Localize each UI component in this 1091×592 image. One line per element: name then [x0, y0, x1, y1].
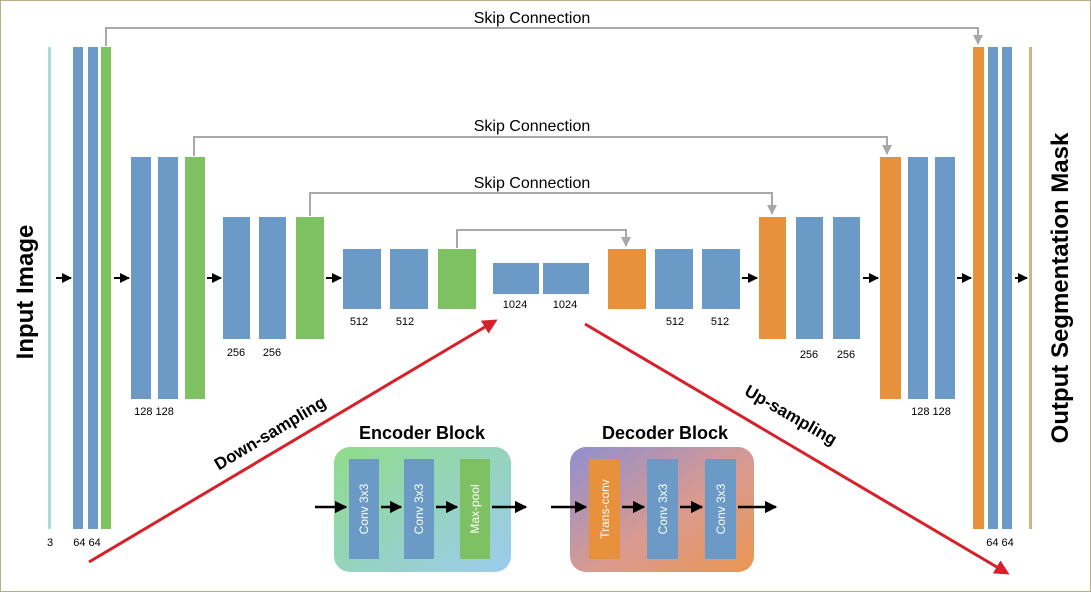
dec2-conv-a	[908, 157, 928, 399]
channel-label-dec3a: 256	[800, 349, 818, 361]
skip-label-level1: Skip Connection	[474, 10, 591, 27]
channel-label-enc1: 64 64	[73, 537, 101, 549]
output-bar	[1029, 47, 1032, 529]
skip-line-bottleneck	[456, 229, 631, 248]
dec1-conv-a	[988, 47, 998, 529]
enc3-pool	[296, 217, 324, 339]
skip-connections: Skip Connection Skip Connection Skip Con…	[105, 10, 983, 248]
up-sampling-arrow	[584, 322, 1010, 575]
feature-maps	[48, 47, 1032, 529]
down-sampling-arrow	[88, 319, 498, 564]
dec4-upconv	[608, 249, 646, 309]
encoder-layer-label-1: Conv 3x3	[357, 483, 371, 534]
input-bar	[48, 47, 51, 529]
enc3-conv-b	[259, 217, 286, 339]
skip-line-level2	[193, 136, 892, 156]
enc1-conv-a	[73, 47, 83, 529]
dec1-conv-b	[1002, 47, 1012, 529]
down-sampling-label: Down-sampling	[211, 393, 329, 474]
channel-label-bott-b: 1024	[553, 299, 577, 311]
channel-label-dec3b: 256	[837, 349, 855, 361]
encoder-block: Encoder Block Conv 3x3 Conv 3x3 Max-pool	[315, 423, 528, 572]
bottleneck-conv-a	[493, 263, 539, 294]
channel-label-enc3a: 256	[227, 347, 245, 359]
up-sampling-label: Up-sampling	[741, 381, 840, 449]
enc4-pool	[438, 249, 476, 309]
encoder-layer-conv1	[349, 459, 379, 559]
channel-label-enc4b: 512	[396, 316, 414, 328]
enc4-conv-a	[343, 249, 381, 309]
output-mask-label: Output Segmentation Mask	[1047, 132, 1074, 444]
enc1-conv-b	[88, 47, 98, 529]
channel-label-dec2: 128 128	[911, 406, 951, 418]
encoder-layer-conv2	[404, 459, 434, 559]
decoder-layer-conv1	[647, 459, 678, 559]
dec3-conv-a	[796, 217, 823, 339]
encoder-layer-label-2: Conv 3x3	[412, 483, 426, 534]
decoder-layer-label-1: Trans-conv	[598, 479, 612, 539]
channel-label-dec1: 64 64	[986, 537, 1014, 549]
skip-line-level1	[105, 27, 983, 46]
channel-label-bott-a: 1024	[503, 299, 527, 311]
enc4-conv-b	[390, 249, 428, 309]
enc2-pool	[185, 157, 205, 399]
skip-label-level3: Skip Connection	[474, 175, 591, 192]
encoder-layer-label-3: Max-pool	[468, 484, 482, 533]
decoder-layer-label-2: Conv 3x3	[656, 483, 670, 534]
decoder-block-title: Decoder Block	[602, 423, 729, 443]
enc1-pool	[101, 47, 111, 529]
enc3-conv-a	[223, 217, 250, 339]
dec4-conv-a	[655, 249, 693, 309]
decoder-block: Decoder Block Trans-conv Conv 3x3 Conv 3…	[551, 423, 778, 572]
dec2-conv-b	[935, 157, 955, 399]
enc2-conv-b	[158, 157, 178, 399]
dec1-upconv	[973, 47, 984, 529]
encoder-block-title: Encoder Block	[359, 423, 486, 443]
skip-label-level2: Skip Connection	[474, 118, 591, 135]
channel-label-dec4b: 512	[711, 316, 729, 328]
decoder-layer-conv2	[705, 459, 736, 559]
dec4-conv-b	[702, 249, 740, 309]
enc2-conv-a	[131, 157, 151, 399]
channel-label-input: 3	[47, 537, 53, 549]
channel-label-enc3b: 256	[263, 347, 281, 359]
skip-line-level3	[309, 192, 777, 216]
dec3-upconv	[759, 217, 786, 339]
channel-label-enc2: 128 128	[134, 406, 174, 418]
decoder-layer-transconv	[589, 459, 620, 559]
dec2-upconv	[880, 157, 901, 399]
encoder-layer-pool	[460, 459, 490, 559]
dec3-conv-b	[833, 217, 860, 339]
input-image-label: Input Image	[12, 224, 39, 360]
decoder-layer-label-3: Conv 3x3	[714, 483, 728, 534]
channel-labels: 3 64 64 128 128 256 256 512 512 1024 102…	[47, 299, 1014, 549]
channel-label-enc4a: 512	[350, 316, 368, 328]
bottleneck-conv-b	[543, 263, 589, 294]
channel-label-dec4a: 512	[666, 316, 684, 328]
